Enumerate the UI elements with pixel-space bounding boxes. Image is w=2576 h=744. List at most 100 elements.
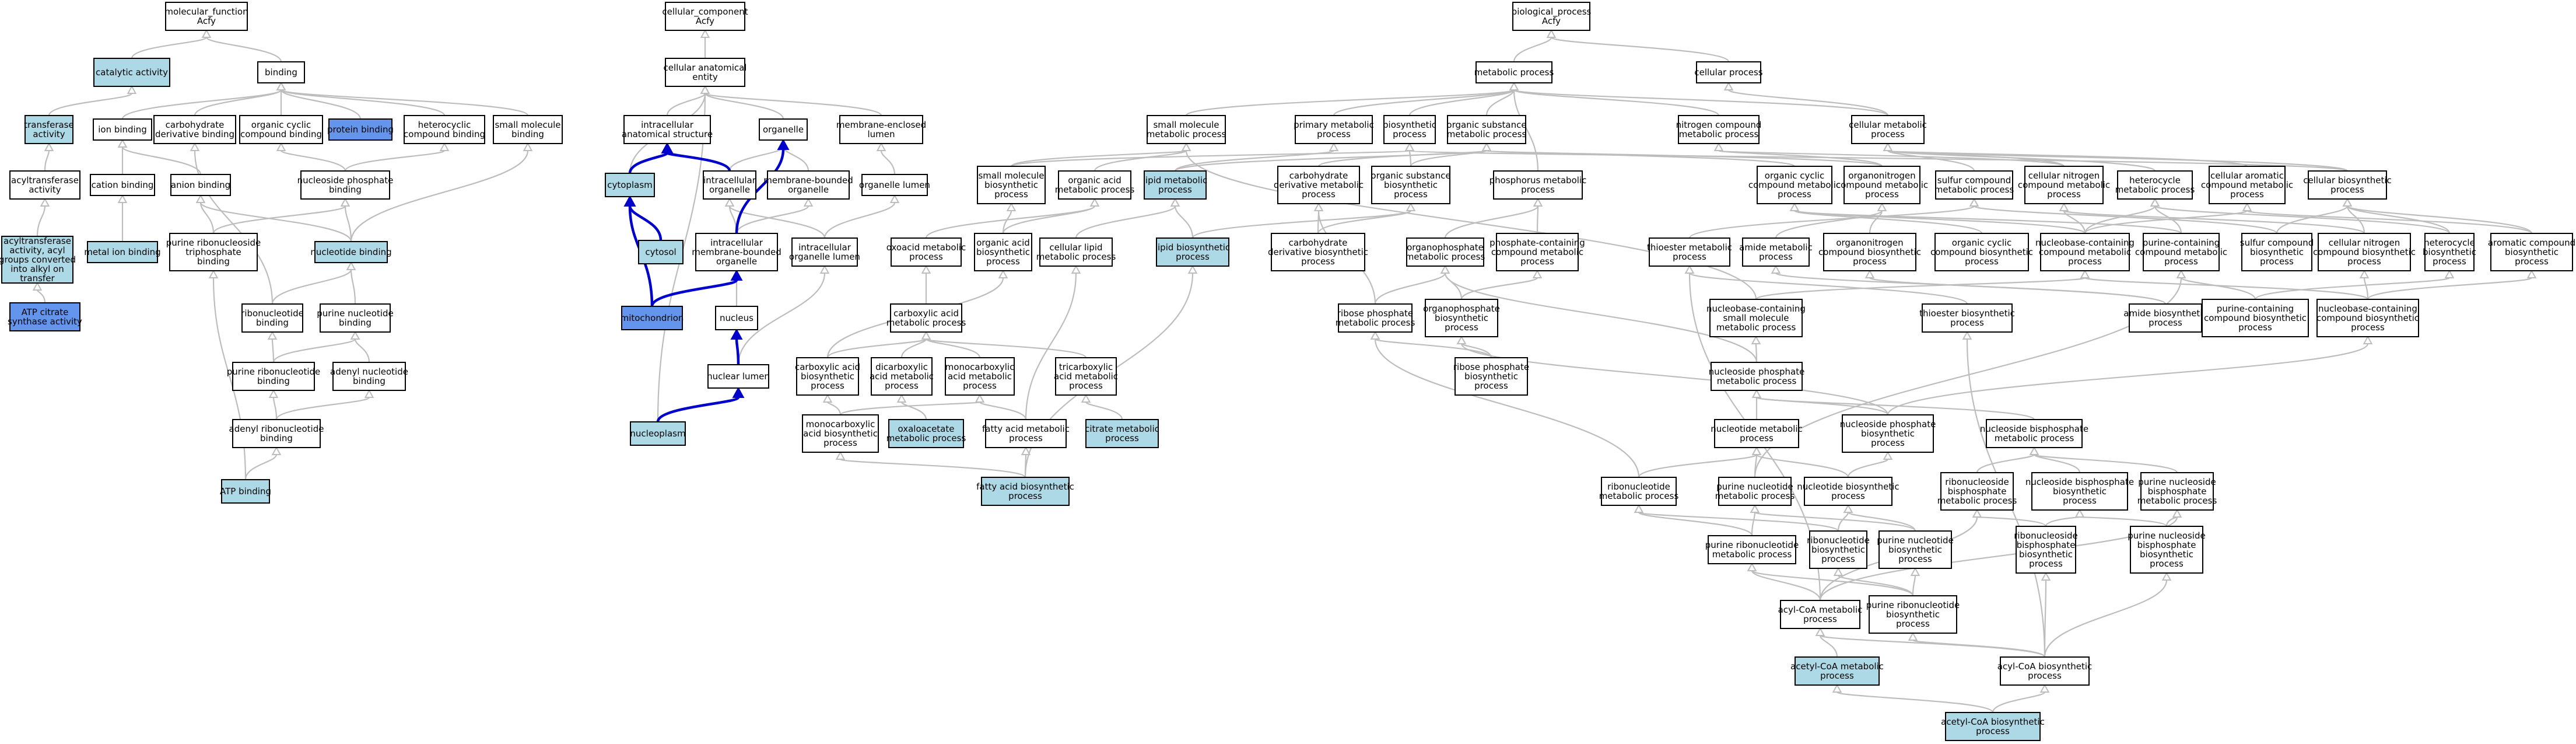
node-organelle-lumen[interactable]: organelle lumen (859, 174, 930, 196)
node-ion-binding[interactable]: ion binding (93, 118, 152, 141)
node-cytoplasm[interactable]: cytoplasm (605, 173, 655, 197)
node-mitochondrion[interactable]: mitochondrion (621, 306, 684, 330)
node-ribonucleoside-bisphosphate-biosynthetic[interactable]: ribonucleosidebisphosphatebiosyntheticpr… (2014, 526, 2078, 574)
node-anion-binding[interactable]: anion binding (170, 174, 231, 196)
node-organelle[interactable]: organelle (759, 118, 808, 141)
node-purine-nucleoside-bisphosphate-biosynthetic[interactable]: purine nucleosidebisphosphatebiosyntheti… (2128, 526, 2206, 574)
node-binding[interactable]: binding (257, 61, 305, 83)
node-protein-binding[interactable]: protein binding (327, 118, 394, 141)
node-catalytic[interactable]: catalytic activity (93, 58, 170, 87)
node-nucleoplasm[interactable]: nucleoplasm (630, 421, 686, 446)
node-nucleoside-bisphosphate-biosynthetic[interactable]: nucleoside bisphosphatebiosyntheticproce… (2025, 472, 2134, 511)
node-nucleotide-binding[interactable]: nucleotide binding (310, 241, 392, 263)
node-nucleus[interactable]: nucleus (715, 306, 758, 330)
node-cellular-process[interactable]: cellular process (1694, 61, 1763, 83)
node-nuclear-lumen[interactable]: nuclear lumen (707, 364, 770, 389)
node-metal-ion-binding[interactable]: metal ion binding (84, 241, 161, 263)
node-metabolic-process[interactable]: metabolic process (1474, 61, 1554, 83)
node-cation-binding[interactable]: cation binding (90, 174, 155, 196)
